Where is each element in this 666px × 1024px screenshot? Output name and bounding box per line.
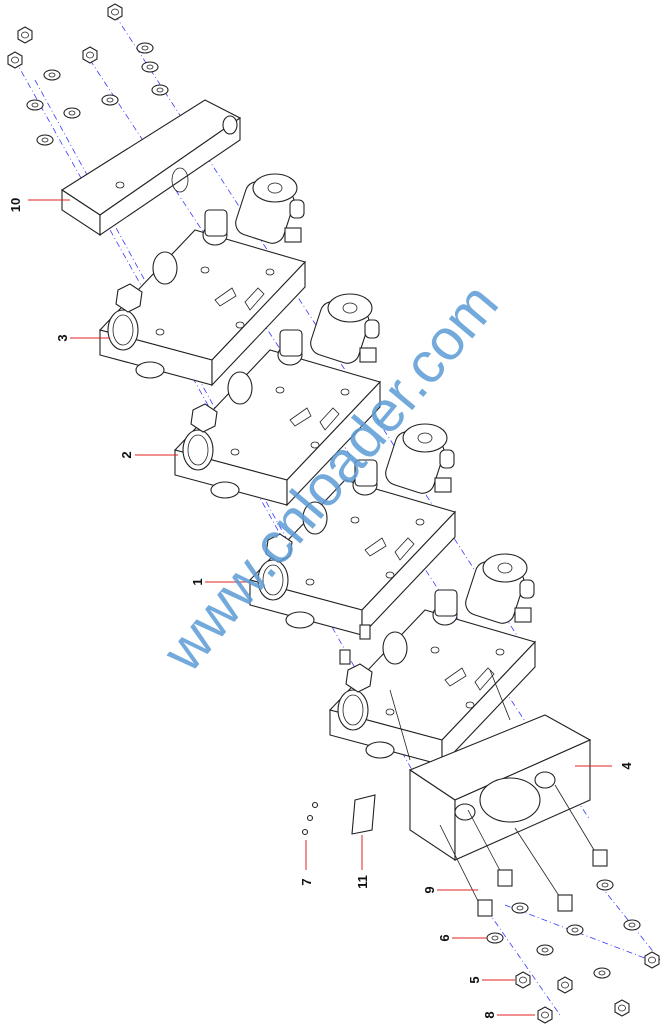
leader-lines bbox=[28, 199, 612, 1016]
dowel-pin bbox=[339, 649, 351, 665]
callout-5: 5 bbox=[467, 976, 482, 983]
name-plate bbox=[301, 794, 376, 836]
callout-labels: 10 3 2 1 4 7 11 9 6 5 8 bbox=[8, 198, 634, 1019]
dowel-pin bbox=[359, 624, 371, 640]
end-cover bbox=[408, 714, 592, 862]
callout-1: 1 bbox=[190, 578, 205, 585]
callout-2: 2 bbox=[119, 451, 134, 458]
callout-8: 8 bbox=[482, 1011, 497, 1018]
callout-11: 11 bbox=[355, 875, 370, 889]
bottom-fasteners bbox=[486, 879, 660, 1024]
callout-6: 6 bbox=[437, 934, 452, 941]
callout-10: 10 bbox=[8, 198, 23, 212]
top-fasteners bbox=[7, 3, 169, 146]
callout-4: 4 bbox=[619, 762, 634, 770]
tie-rods bbox=[389, 669, 608, 917]
end-plate bbox=[60, 99, 242, 237]
callout-9: 9 bbox=[422, 886, 437, 893]
callout-3: 3 bbox=[55, 334, 70, 341]
callout-7: 7 bbox=[299, 878, 314, 885]
